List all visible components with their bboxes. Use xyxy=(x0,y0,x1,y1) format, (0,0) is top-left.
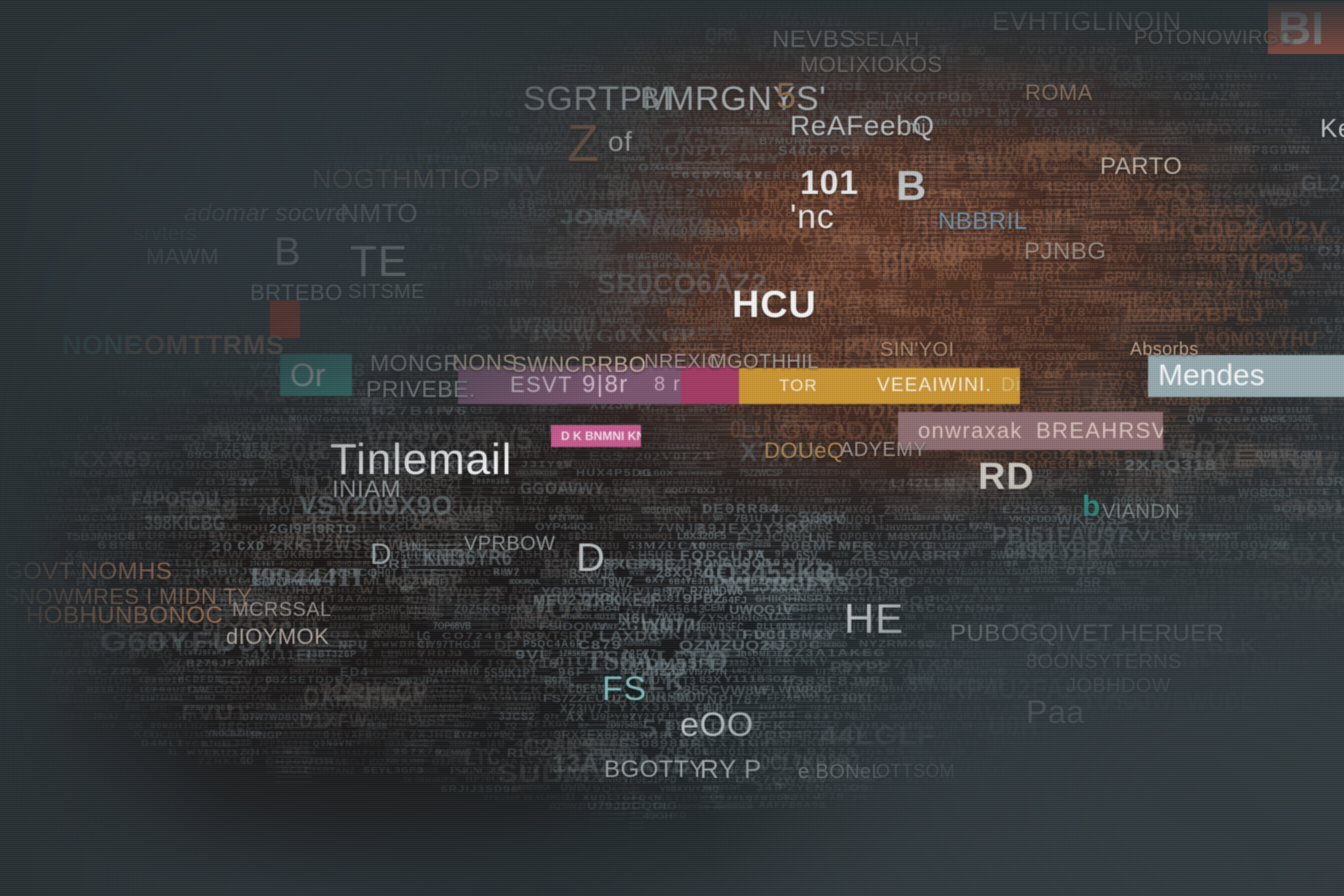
headline-token: Paa xyxy=(1026,696,1085,728)
headline-token: BRTEBO xyxy=(250,282,343,304)
headline-token: NOGTHMTIOP xyxy=(312,166,500,193)
headline-token: NEVBS xyxy=(772,28,856,52)
headline-token: B xyxy=(896,165,927,207)
headline-token: ROMA xyxy=(1025,82,1093,104)
headline-token: MGOTHHIL xyxy=(710,352,819,372)
headline-token: e BONeL xyxy=(798,762,883,782)
headline-token: D xyxy=(370,540,392,570)
headline-token: NMTO xyxy=(340,200,418,226)
headline-token: SIN'YOI xyxy=(880,340,954,360)
headline-token: NBBRIL xyxy=(938,210,1028,234)
headline-token: INIAM xyxy=(332,478,401,502)
headline-token: adomar socvre xyxy=(184,202,349,226)
headline-token: JOBHDOW xyxy=(1066,676,1171,696)
headline-token: SELAH xyxy=(852,30,920,50)
headline-token: 101 xyxy=(800,166,859,200)
headline-token: D xyxy=(576,538,606,578)
headline-token: SWNCRRBO xyxy=(512,354,646,376)
headline-token: TE xyxy=(350,240,408,284)
headline-token: 5 xyxy=(776,78,797,114)
headline-token: B xyxy=(640,84,661,114)
headline-token: dIOYMOK xyxy=(226,626,329,648)
headline-token: RY P xyxy=(700,756,762,782)
headline-token: HOBHUNBONOC xyxy=(26,604,223,628)
headline-token: DOUeQ xyxy=(764,440,844,462)
headline-token: HE xyxy=(844,598,904,640)
headline-token: GOVT NOMHS xyxy=(4,560,172,584)
headline-token: Absorbs xyxy=(1130,340,1199,358)
headline-token: NONS xyxy=(452,352,517,374)
headline-token: PARTO xyxy=(1100,155,1182,179)
headline-token: SITSME xyxy=(348,282,425,302)
headline-token: of xyxy=(608,128,632,156)
headline-token: PJNBG xyxy=(1024,240,1106,264)
headline-token: BGOTTY xyxy=(604,758,706,782)
headline-token: PUBOGQIVET HERUER xyxy=(950,622,1224,646)
headline-token: Ke xyxy=(1320,115,1344,141)
headline-token: VPRBOW xyxy=(464,534,555,554)
headline-token: MOLIXIOKOS xyxy=(800,54,943,76)
headline-token: VIANDN xyxy=(1102,502,1180,522)
headline-token: COMTTRMS xyxy=(124,332,284,359)
headline-token: OTTSOM xyxy=(876,762,955,780)
headline-token: 8OONSY xyxy=(1026,652,1112,672)
headline-token: mi xyxy=(906,118,926,136)
headline-token: HCU xyxy=(732,286,817,324)
headline-token: B xyxy=(274,232,301,272)
headline-token: PRIVEBE. xyxy=(366,378,476,401)
headline-token: MCRSSAL xyxy=(232,600,332,620)
headline-token: srvters xyxy=(134,224,197,244)
headline-token: b xyxy=(1082,492,1101,522)
headline-token: 'nc xyxy=(790,200,834,234)
headline-token: MAWM xyxy=(146,246,219,268)
headline-token: TERNS xyxy=(1112,652,1182,672)
headline-token: eOO xyxy=(680,708,754,742)
headline-token: ADYEMY xyxy=(840,440,927,460)
headline-token: POTONOWIRGG xyxy=(1134,28,1295,48)
headline-token: MONGR xyxy=(370,352,460,375)
headline-token: FS xyxy=(602,672,647,706)
headline-token: Z xyxy=(567,118,600,170)
headline-token: RD xyxy=(978,458,1034,496)
